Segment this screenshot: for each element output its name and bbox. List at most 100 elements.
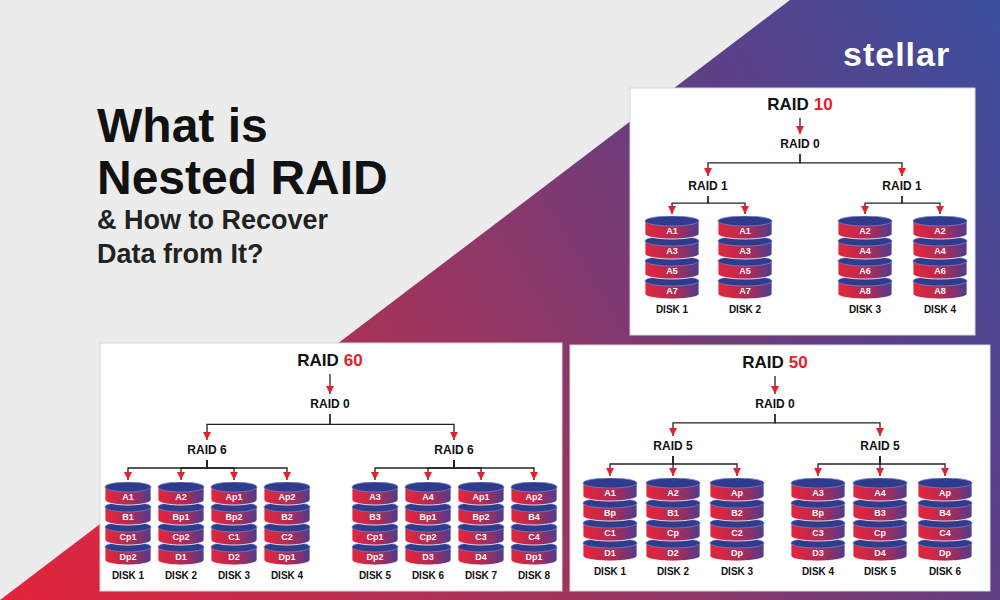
block-label: Bp (582, 498, 638, 518)
raid-level-label: RAID 1 (882, 179, 921, 193)
block-label: Ap (917, 478, 973, 498)
block-label: D1 (157, 542, 205, 562)
block-label: D3 (790, 538, 846, 558)
connector-arrow (774, 376, 775, 394)
block-label: A8 (912, 276, 968, 296)
block-label: D2 (645, 538, 701, 558)
disk-stack: Ap1Bp2C3D4DISK 7 (457, 482, 505, 582)
block-label: A1 (104, 482, 152, 502)
block-label: C1 (582, 518, 638, 538)
raid-level-label: RAID 0 (310, 397, 349, 411)
block-label: D3 (404, 542, 452, 562)
block-label: Ap1 (457, 482, 505, 502)
raid-title: RAID60 (295, 350, 364, 372)
block-label: A4 (852, 478, 908, 498)
block-label: Cp (645, 518, 701, 538)
block-label: D1 (582, 538, 638, 558)
block-label: Dp1 (510, 542, 558, 562)
connector-arrow (610, 456, 673, 476)
raid-level: RAID 1 (685, 178, 730, 194)
disk-stack: A4B3CpD4DISK 5 (852, 478, 908, 578)
raid50-panel (570, 345, 990, 591)
block-label: C2 (263, 522, 311, 542)
raid-level-label: RAID 6 (187, 443, 226, 457)
disk-stack: A2A4A6A8DISK 4 (912, 216, 968, 316)
connector-arrow (329, 374, 330, 394)
disc-top (158, 482, 204, 492)
disk-stack: A1A3A5A7DISK 2 (717, 216, 773, 316)
raid-title: RAID50 (740, 352, 809, 374)
block-label: B4 (917, 498, 973, 518)
raid-level: RAID 0 (307, 396, 352, 412)
block-label: B3 (351, 502, 399, 522)
disk-label: DISK 7 (457, 570, 505, 582)
disc-top (264, 482, 310, 492)
disk-label: DISK 6 (917, 566, 973, 578)
raid-level: RAID 5 (857, 438, 902, 454)
disk-label: DISK 1 (582, 566, 638, 578)
disc-top (838, 216, 892, 226)
block-label: C4 (510, 522, 558, 542)
disc-top (583, 478, 637, 488)
connector-arrow (375, 460, 454, 480)
disk-label: DISK 3 (709, 566, 765, 578)
block-label: B1 (645, 498, 701, 518)
block-label: A5 (644, 256, 700, 276)
connector-arrow (672, 196, 708, 214)
connector-arrow (799, 118, 800, 134)
disk-stack: A4Bp1Cp2D3DISK 6 (404, 482, 452, 582)
disk-stack: A2B1CpD2DISK 2 (645, 478, 701, 578)
raid-level: RAID 5 (650, 438, 695, 454)
connector-arrow (207, 460, 287, 480)
block-label: Cp1 (104, 522, 152, 542)
connector-arrow (330, 414, 454, 440)
block-label: A3 (717, 236, 773, 256)
raid-level-label: RAID 6 (434, 443, 473, 457)
raid10-panel (630, 88, 975, 335)
disk-stack: A2Bp1Cp2D1DISK 2 (157, 482, 205, 582)
connector-arrow (454, 460, 481, 480)
block-label: A7 (717, 276, 773, 296)
raid-word: RAID (767, 95, 809, 115)
block-label: Bp1 (404, 502, 452, 522)
disc-top (646, 478, 700, 488)
connector-arrow (181, 460, 207, 480)
block-label: A2 (912, 216, 968, 236)
block-label: A1 (582, 478, 638, 498)
block-label: A4 (837, 236, 893, 256)
raid-level-label: RAID 0 (755, 397, 794, 411)
disk-label: DISK 5 (852, 566, 908, 578)
disk-label: DISK 4 (263, 570, 311, 582)
raid-number: 60 (344, 351, 363, 371)
raid-word: RAID (297, 351, 339, 371)
block-label: A4 (912, 236, 968, 256)
disk-label: DISK 5 (351, 570, 399, 582)
block-label: Ap1 (210, 482, 258, 502)
disk-stack: ApB2C2DpDISK 3 (709, 478, 765, 578)
disc-top (918, 478, 972, 488)
disc-top (791, 478, 845, 488)
disk-stack: A3B3Cp1Dp2DISK 5 (351, 482, 399, 582)
disk-label: DISK 4 (912, 304, 968, 316)
raid-level-label: RAID 1 (688, 179, 727, 193)
block-label: A2 (645, 478, 701, 498)
block-label: D2 (210, 542, 258, 562)
connector-arrow (865, 196, 902, 214)
raid-level: RAID 1 (879, 178, 924, 194)
connector-arrow (128, 460, 207, 480)
block-label: Bp2 (210, 502, 258, 522)
block-label: C2 (709, 518, 765, 538)
raid-level-label: RAID 5 (653, 439, 692, 453)
block-label: A6 (837, 256, 893, 276)
block-label: Bp1 (157, 502, 205, 522)
connector-arrow (708, 154, 800, 176)
raid-level: RAID 6 (184, 442, 229, 458)
block-label: B3 (852, 498, 908, 518)
block-label: A7 (644, 276, 700, 296)
heading: What is Nested RAID (97, 100, 427, 204)
disc-top (511, 482, 557, 492)
block-label: Ap (709, 478, 765, 498)
block-label: C1 (210, 522, 258, 542)
